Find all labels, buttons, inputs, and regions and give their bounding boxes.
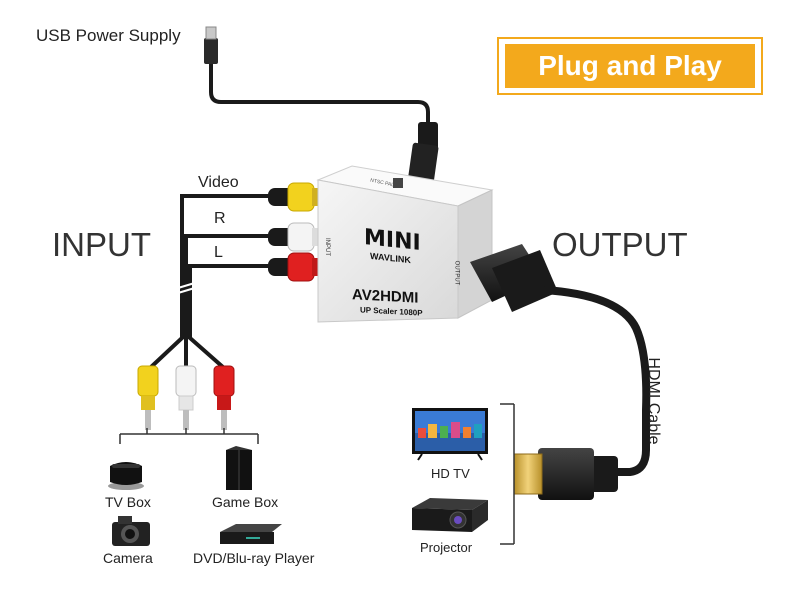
tv-box-icon — [108, 462, 144, 490]
device-port-input: INPUT — [324, 238, 330, 256]
video-label: Video — [198, 174, 239, 191]
usb-plug-icon — [204, 38, 218, 64]
input-cables — [148, 194, 270, 370]
source-label-dvd: DVD/Blu-ray Player — [193, 550, 315, 566]
usb-power-cable — [204, 26, 439, 188]
output-label-projector: Projector — [420, 540, 473, 555]
source-label-game-box: Game Box — [212, 494, 279, 510]
rca-plug-l-bottom — [213, 365, 235, 430]
rca-plug-video-bottom — [137, 365, 159, 430]
rca-plug-l-top — [268, 252, 322, 282]
rca-plug-video-top — [268, 182, 322, 212]
camera-icon — [112, 516, 150, 546]
ntsc-pal-switch — [393, 178, 403, 188]
output-label: OUTPUT — [552, 226, 688, 263]
converter-device — [316, 165, 494, 323]
device-model: AV2HDMI — [352, 286, 419, 307]
tv-icon — [412, 408, 488, 461]
source-label-camera: Camera — [103, 550, 153, 566]
rca-plug-r-bottom — [175, 365, 197, 430]
hdmi-plug-output — [470, 244, 651, 450]
rca-plug-r-top — [268, 222, 322, 252]
output-bracket — [500, 403, 515, 545]
source-label-tv-box: TV Box — [105, 494, 151, 510]
game-console-icon — [226, 446, 252, 490]
r-label: R — [214, 210, 226, 227]
input-label: INPUT — [52, 226, 151, 263]
hdmi-plug-end — [513, 448, 650, 500]
usb-power-label: USB Power Supply — [36, 26, 181, 45]
plug-and-play-title: Plug and Play — [538, 50, 722, 81]
projector-icon — [412, 498, 488, 532]
cable-tie-mark — [177, 281, 199, 289]
l-label: L — [214, 244, 223, 261]
micro-usb-plug-icon — [407, 142, 439, 188]
hdmi-cable-label: HDMI Cable — [645, 357, 662, 445]
dvd-player-icon — [220, 524, 282, 544]
device-port-output: OUTPUT — [453, 260, 460, 286]
source-bracket — [119, 428, 259, 444]
output-label-hdtv: HD TV — [431, 466, 470, 481]
plug-and-play-banner — [497, 37, 763, 95]
